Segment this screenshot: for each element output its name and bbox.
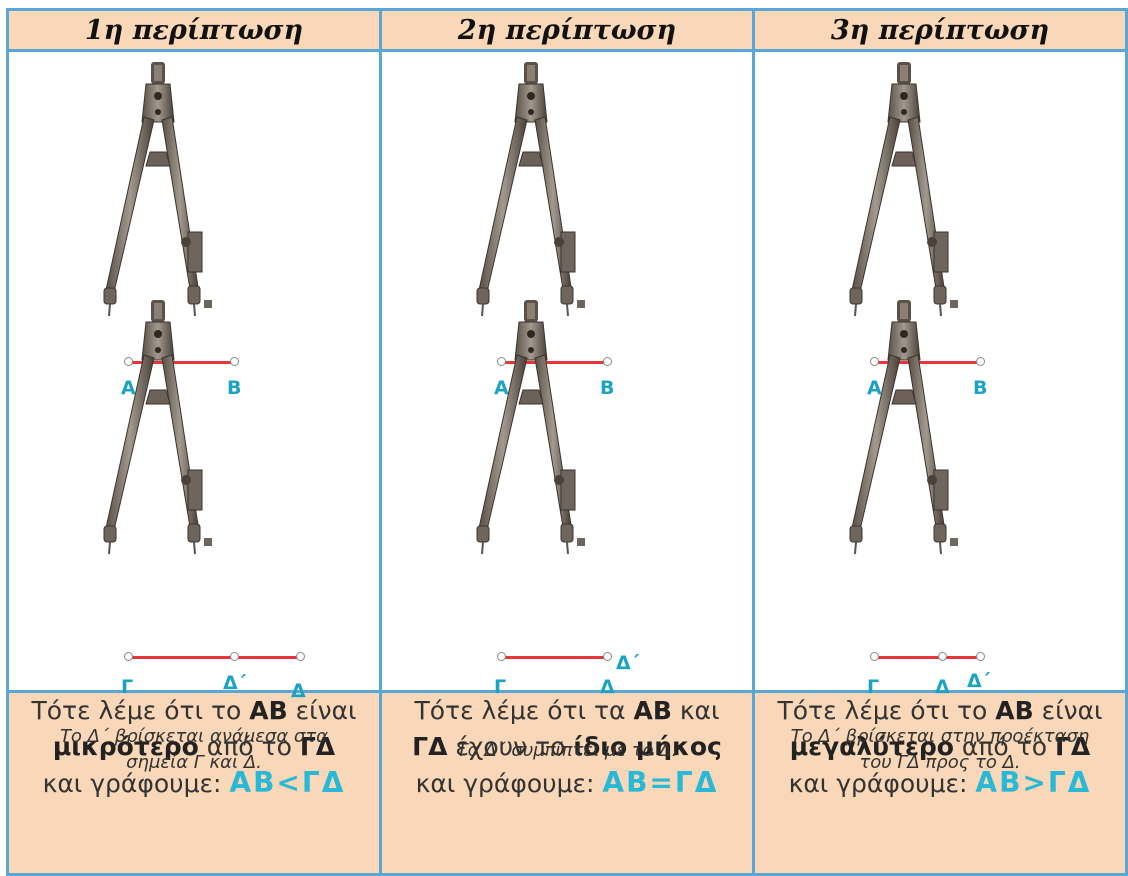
- case-3-conclusion: Τότε λέμε ότι το ΑΒ είναι μεγαλύτερο από…: [754, 691, 1127, 874]
- compass-icon: [94, 300, 224, 572]
- case-2-panel: Α Β Γ Δ΄ Δ Το Δ΄ συμπίπτει με το Δ.: [381, 51, 754, 691]
- point-d: [938, 652, 947, 661]
- label-d: Δ: [935, 676, 950, 698]
- case-2-note: Το Δ΄ συμπίπτει με το Δ.: [402, 738, 732, 764]
- case-1-conclusion: Τότε λέμε ότι το ΑΒ είναι μικρότερο από …: [8, 691, 381, 874]
- point-d-prime: [976, 652, 985, 661]
- case-1-note: Το Δ΄ βρίσκεται ανάμεσα στα σημεία Γ και…: [29, 724, 359, 776]
- conclusion-text: και: [672, 696, 720, 725]
- label-d: Δ: [600, 676, 615, 698]
- segment-gd: [502, 656, 608, 659]
- point-b: [603, 357, 612, 366]
- diagram-row: Α Β Γ Δ΄ Δ Το Δ΄ βρίσκεται ανάμεσα στα σ…: [8, 51, 1127, 691]
- relation-formula: ΑΒ=ΓΔ: [602, 766, 718, 799]
- label-g: Γ: [494, 676, 506, 698]
- conclusion-text: είναι: [1034, 696, 1103, 725]
- point-d: [296, 652, 305, 661]
- header-row: 1η περίπτωση 2η περίπτωση 3η περίπτωση: [8, 10, 1127, 51]
- compass-icon: [840, 300, 970, 572]
- case-1-panel: Α Β Γ Δ΄ Δ Το Δ΄ βρίσκεται ανάμεσα στα σ…: [8, 51, 381, 691]
- point-b: [230, 357, 239, 366]
- conclusion-row: Τότε λέμε ότι το ΑΒ είναι μικρότερο από …: [8, 691, 1127, 874]
- case-3-note: Το Δ΄ βρίσκεται στην προέκταση του ΓΔ πρ…: [775, 724, 1105, 776]
- label-d: Δ: [291, 680, 306, 702]
- case-2-conclusion: Τότε λέμε ότι τα ΑΒ και ΓΔ έχουν το ίδιο…: [381, 691, 754, 874]
- conclusion-text: Τότε λέμε ότι το: [31, 696, 249, 725]
- label-d-prime: Δ΄: [967, 670, 990, 692]
- compass-icon: [467, 62, 597, 334]
- conclusion-text: Τότε λέμε ότι το: [777, 696, 995, 725]
- label-b: Β: [227, 377, 241, 399]
- label-d-prime: Δ΄: [616, 652, 639, 674]
- conclusion-text: Τότε λέμε ότι τα: [414, 696, 633, 725]
- label-d-prime: Δ΄: [223, 672, 246, 694]
- point-d-prime: [230, 652, 239, 661]
- label-b: Β: [600, 377, 614, 399]
- point-b: [976, 357, 985, 366]
- compass-icon: [467, 300, 597, 572]
- segment-gd: [129, 656, 301, 659]
- point-g: [497, 652, 506, 661]
- compass-icon: [94, 62, 224, 334]
- conclusion-segment: ΑΒ: [633, 696, 671, 725]
- label-b: Β: [973, 377, 987, 399]
- case-1-header: 1η περίπτωση: [8, 10, 381, 51]
- label-g: Γ: [867, 676, 879, 698]
- label-g: Γ: [121, 676, 133, 698]
- case-2-header: 2η περίπτωση: [381, 10, 754, 51]
- segment-gd: [875, 656, 981, 659]
- comparison-table: 1η περίπτωση 2η περίπτωση 3η περίπτωση Α…: [6, 8, 1128, 876]
- point-g: [124, 652, 133, 661]
- conclusion-segment: ΑΒ: [995, 696, 1033, 725]
- conclusion-text: και γράφουμε:: [416, 769, 603, 798]
- conclusion-segment: ΑΒ: [249, 696, 287, 725]
- point-d: [603, 652, 612, 661]
- case-3-header: 3η περίπτωση: [754, 10, 1127, 51]
- point-g: [870, 652, 879, 661]
- compass-icon: [840, 62, 970, 334]
- case-3-panel: Α Β Γ Δ Δ΄ Το Δ΄ βρίσκεται στην προέκτασ…: [754, 51, 1127, 691]
